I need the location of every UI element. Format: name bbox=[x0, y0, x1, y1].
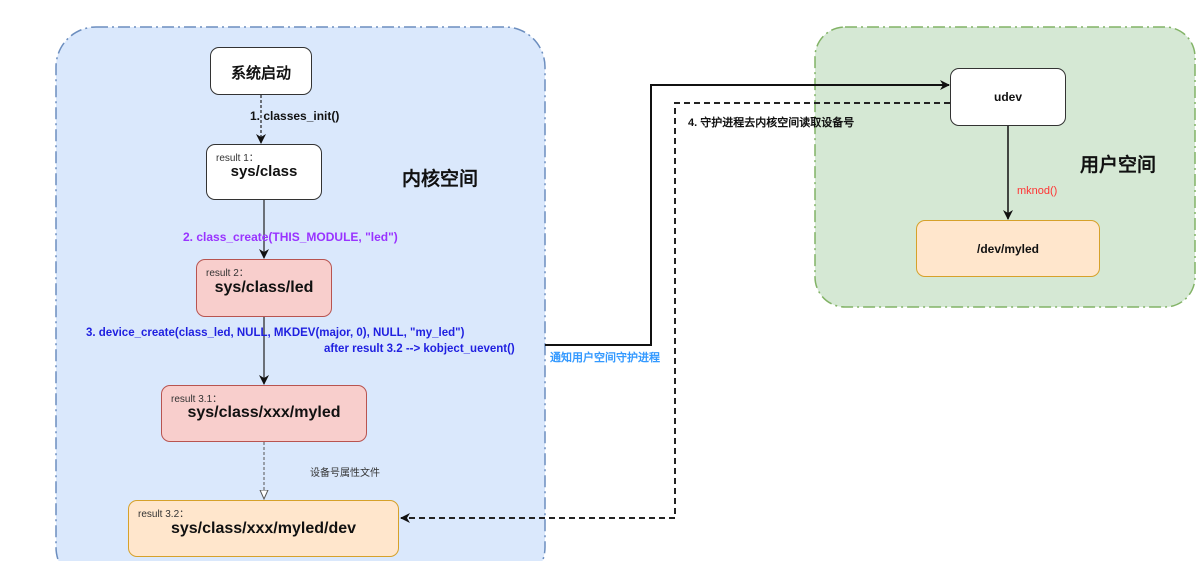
kernel-space-title: 内核空间 bbox=[402, 169, 479, 190]
user-space-region bbox=[814, 26, 1196, 308]
node-udev[interactable]: udev bbox=[950, 68, 1066, 126]
user-space-title: 用户空间 bbox=[1080, 155, 1157, 176]
label-step1: 1. classes_init() bbox=[250, 109, 340, 123]
label-notify: 通知用户空间守护进程 bbox=[550, 352, 660, 364]
node-sub-label: result 2： bbox=[206, 268, 249, 279]
label-step2: 2. class_create(THIS_MODULE, "led") bbox=[183, 230, 398, 244]
node-title: sys/class bbox=[230, 163, 298, 180]
label-step3: 3. device_create(class_led, NULL, MKDEV(… bbox=[86, 327, 465, 339]
node-sub-label: result 3.2： bbox=[138, 509, 190, 520]
node-result32-myled-dev[interactable]: result 3.2： sys/class/xxx/myled/dev bbox=[128, 500, 399, 557]
label-step4: 4. 守护进程去内核空间读取设备号 bbox=[688, 117, 855, 129]
node-sub-label: result 1： bbox=[216, 153, 259, 164]
node-result31-myled[interactable]: result 3.1： sys/class/xxx/myled bbox=[161, 385, 367, 442]
node-title: sys/class/led bbox=[214, 279, 314, 296]
node-title: sys/class/xxx/myled bbox=[187, 404, 341, 421]
label-mknod: mknod() bbox=[1017, 185, 1058, 197]
label-step3-after: after result 3.2 --> kobject_uevent() bbox=[324, 343, 515, 355]
node-result1-sys-class[interactable]: result 1： sys/class bbox=[206, 144, 322, 200]
node-system-boot[interactable]: 系统启动 bbox=[210, 47, 312, 95]
node-result2-sys-class-led[interactable]: result 2： sys/class/led bbox=[196, 259, 332, 317]
label-attr-file: 设备号属性文件 bbox=[310, 468, 380, 479]
node-title: /dev/myled bbox=[976, 242, 1040, 256]
edge-notify-udev bbox=[545, 80, 950, 346]
node-sub-label: result 3.1： bbox=[171, 394, 223, 405]
node-dev-myled[interactable]: /dev/myled bbox=[916, 220, 1100, 277]
edge-step4-read-devno bbox=[400, 102, 950, 523]
node-title: 系统启动 bbox=[230, 65, 291, 82]
node-title: udev bbox=[993, 90, 1022, 104]
node-title: sys/class/xxx/myled/dev bbox=[170, 520, 357, 537]
